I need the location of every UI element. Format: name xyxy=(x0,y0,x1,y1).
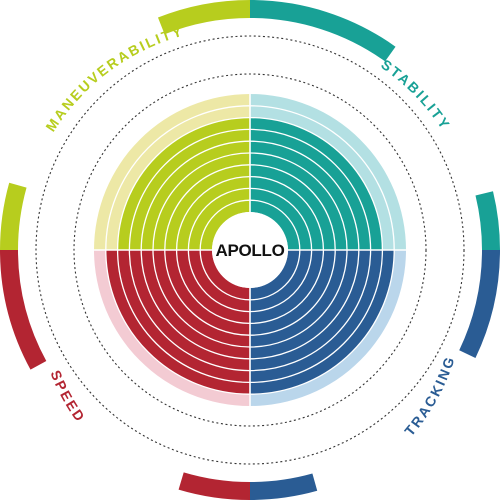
bar-maneuverability xyxy=(117,117,250,250)
outer-arc-speed-2 xyxy=(0,250,47,370)
chart-title: APOLLO xyxy=(215,241,284,260)
outer-arc-maneuverability-2 xyxy=(157,0,250,35)
center-hub xyxy=(212,212,288,288)
maneuverability-label: MANEUVERABILITY xyxy=(42,23,185,135)
maneuverability-label-text: MANEUVERABILITY xyxy=(42,23,183,135)
outer-arc-stability-2 xyxy=(475,191,500,250)
dotted-ring-1 xyxy=(35,35,465,465)
bar-speed xyxy=(105,250,250,395)
speed-label-text: SPEED xyxy=(47,368,86,426)
outer-arc-tracking-2 xyxy=(250,473,318,500)
dotted-ring-2 xyxy=(73,73,427,427)
bar-tracking xyxy=(250,250,395,395)
value-bars xyxy=(105,117,395,395)
outer-arc-stability-1 xyxy=(250,0,396,62)
outer-arc-tracking-1 xyxy=(459,250,500,359)
dotted-guide-rings xyxy=(35,35,465,465)
speed-label: SPEED xyxy=(47,368,89,426)
stability-label: STABILITY xyxy=(378,56,454,133)
scale-gridlines xyxy=(93,93,407,407)
tracking-label: TRACKING xyxy=(401,353,458,439)
outer-arc-maneuverability-1 xyxy=(0,182,27,250)
stability-label-text: STABILITY xyxy=(378,56,452,133)
bar-stability xyxy=(250,117,383,250)
tracking-label-text: TRACKING xyxy=(401,353,456,439)
outer-arc-speed-1 xyxy=(178,472,250,500)
